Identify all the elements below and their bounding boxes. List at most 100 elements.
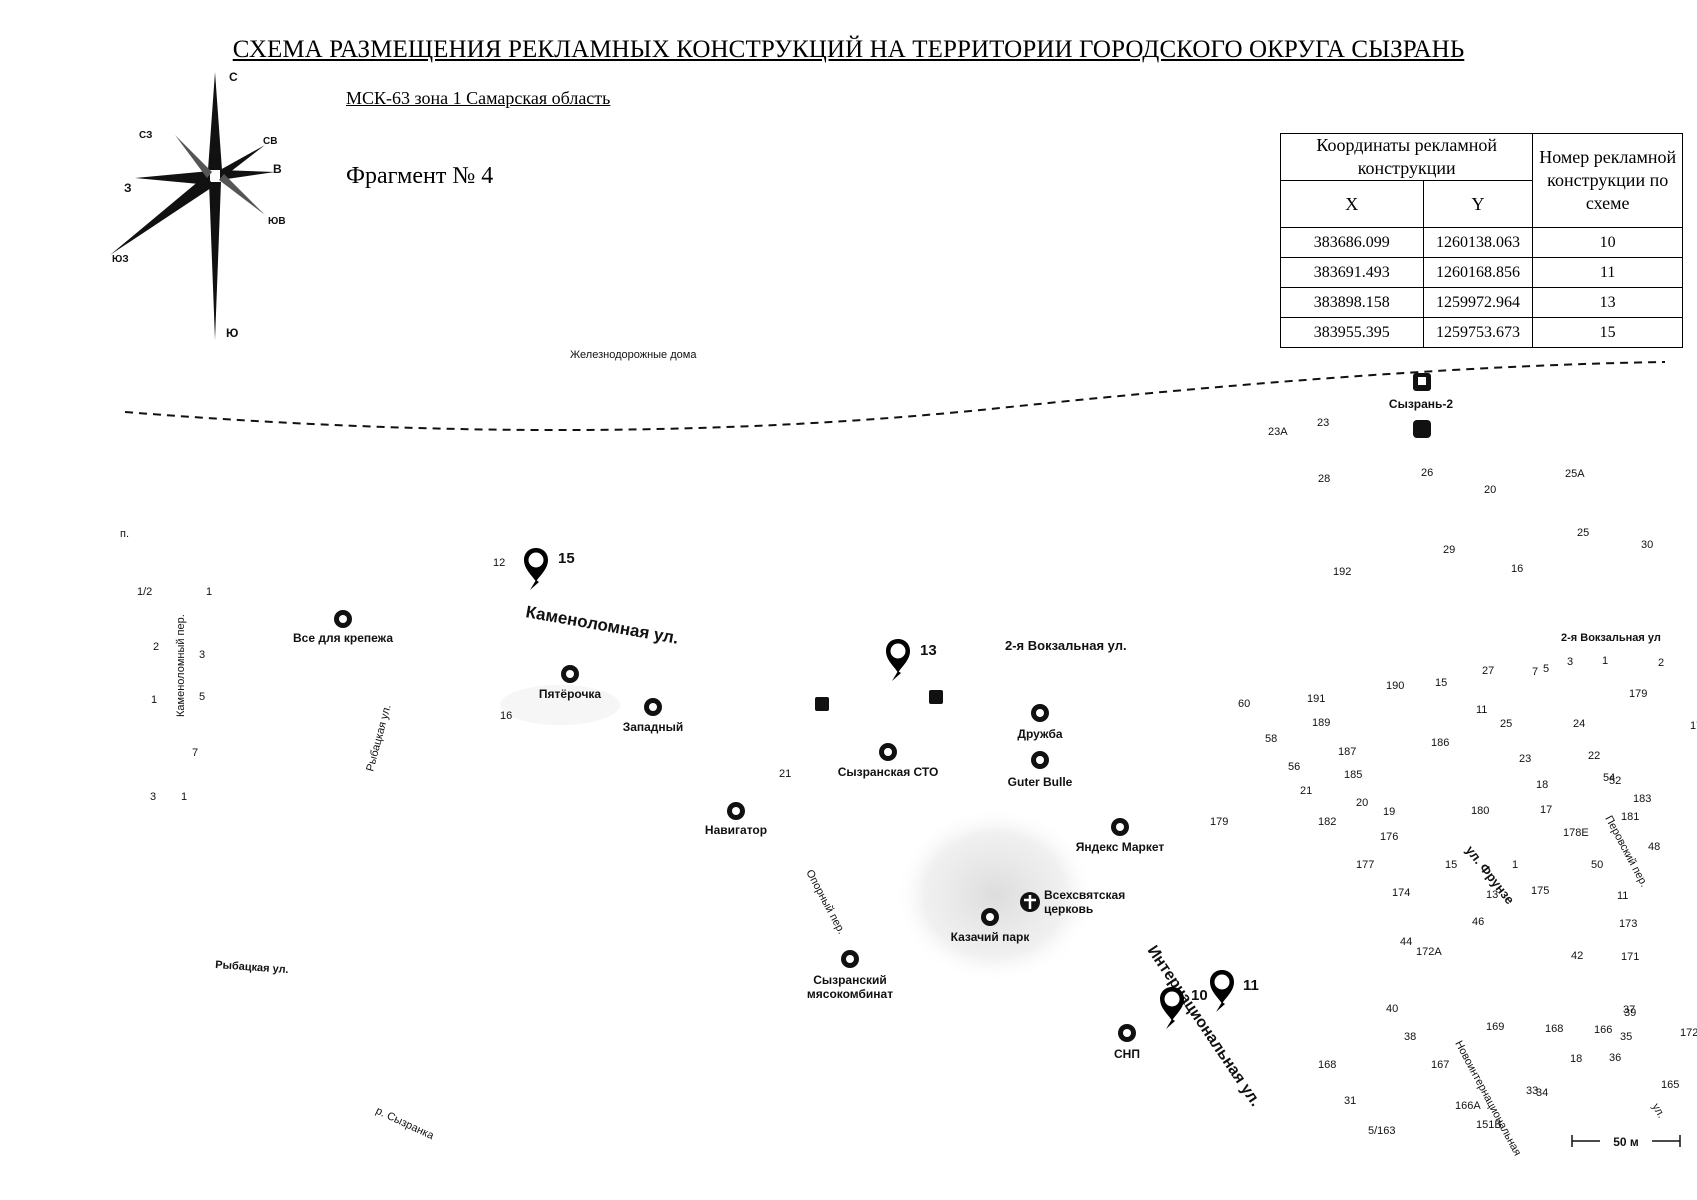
house-number: 21 [1300,785,1312,797]
house-number: 38 [1404,1031,1416,1043]
house-number: 183 [1633,793,1651,805]
house-number: 166 [1594,1024,1612,1036]
poi-park[interactable]: Казачий парк [951,908,1031,944]
poi-navigator[interactable]: Навигатор [705,802,767,837]
house-number: 2 [153,641,159,653]
house-number: 11 [1617,890,1628,902]
location-pin-icon [1160,987,1184,1029]
scale-line [1571,1135,1681,1147]
street-label-oporny: Опорный пер. [803,868,847,936]
poi-zapadny[interactable]: Западный [623,698,684,734]
house-number: 19 [1383,806,1395,818]
poi-station[interactable]: Сызрань-2 [1389,373,1454,438]
house-number: 31 [1344,1095,1356,1107]
house-number: 191 [1307,693,1325,705]
poi-label-box: Сызранский мясокомбинат [807,973,893,1001]
house-number: 40 [1386,1003,1398,1015]
poi-meat[interactable]: Сызранский мясокомбинат [795,950,905,1007]
compass-arrow-northeast [220,145,265,176]
poi-sto[interactable]: Сызранская СТО [838,743,939,779]
house-number: 189 [1312,717,1330,729]
poi-guter[interactable]: Guter Bulle [1008,751,1073,789]
poi-krepezh[interactable]: Все для крепежа [293,610,393,645]
house-number: 27 [1482,665,1494,677]
poi-pyaterochka[interactable]: Пятёрочка [539,665,602,701]
coordinates-table: Координаты рекламной конструкции Номер р… [1279,133,1683,348]
house-number: 21 [779,768,791,780]
house-number: 165 [1661,1079,1679,1091]
bus-icon [1413,420,1431,438]
marker-15[interactable]: 15 [524,548,575,590]
house-number: 5 [199,691,205,703]
house-number: 3 [1567,656,1573,668]
street-label-kamenolomny-per: Каменоломный пер. [175,614,187,717]
house-number: 168 [1318,1059,1336,1071]
parking-icon [929,690,943,704]
house-number: 25 [1500,718,1512,730]
house-number: 22 [1588,750,1600,762]
y-header: Y [1422,180,1534,228]
house-number: 185 [1344,769,1362,781]
house-number: 181 [1621,811,1639,823]
compass-sw: ЮЗ [112,254,129,265]
house-number: 36 [1609,1052,1621,1064]
house-number: 44 [1400,936,1412,948]
house-number: 182 [1318,816,1336,828]
street-label-rybatskaya-vertical: Рыбацкая ул. [364,703,393,772]
poi-druzhba[interactable]: Дружба [1017,704,1063,741]
table-row: 383955.395 1259753.673 15 [1280,317,1683,348]
marker-10[interactable]: 10 [1160,987,1208,1029]
house-number: 18 [1570,1053,1582,1065]
shop-icon [1031,704,1049,722]
poi-label: Западный [623,720,684,734]
scale-bar: 50 м [1571,1135,1681,1149]
shop-icon [644,698,662,716]
house-number: 17 [1540,804,1552,816]
house-number: 1 [1602,655,1608,667]
house-number: 42 [1571,950,1583,962]
table-row: 383898.158 1259972.964 13 [1280,287,1683,318]
poi-church[interactable]: Всехсвятская церковь [1020,888,1134,924]
house-number: 15 [1445,859,1457,871]
shop-icon [334,610,352,628]
number-header: Номер рекламной конструкции по схеме [1532,133,1683,228]
marker-11[interactable]: 11 [1210,970,1259,1012]
car-icon [727,802,745,820]
house-number: 2 [1658,657,1664,669]
house-number: 3 [150,791,156,803]
poi-label: Яндекс Маркет [1076,840,1165,854]
house-number: 177 [1690,720,1697,732]
poi-yandex[interactable]: Яндекс Маркет [1076,818,1165,854]
shop-icon [1111,818,1129,836]
x-header: X [1280,180,1424,228]
poi-label: Guter Bulle [1008,775,1073,789]
street-label-vokzalnaya-right: 2-я Вокзальная ул [1561,632,1661,644]
poi-snp[interactable]: СНП [1114,1024,1140,1061]
street-label-rybatskaya: Рыбацкая ул. [215,959,289,976]
river-label: р. Сызранка [374,1105,437,1143]
compass-arrow-southeast [219,174,265,215]
marker-13[interactable]: 13 [886,639,937,681]
house-number: 186 [1431,737,1449,749]
house-number: 28 [1318,473,1330,485]
poi-label: СНП [1114,1047,1140,1061]
shop-icon [561,665,579,683]
house-number: 23 [1519,753,1531,765]
street-label-houses: Железнодорожные дома [570,349,697,361]
coordinate-system-label: МСК-63 зона 1 Самарская область [346,88,611,108]
house-number: 151В [1476,1119,1502,1131]
row-y: 1260168.856 [1422,257,1534,288]
house-number: 13 [1486,889,1498,901]
house-number: 35 [1620,1031,1632,1043]
location-pin-icon [1210,970,1234,1012]
street-label-perovsky: Перовский пер. [1602,814,1650,889]
house-number: 166А [1455,1100,1481,1112]
train-icon-window [1418,377,1426,385]
house-number: 30 [1641,539,1653,551]
shop-icon [841,950,859,968]
row-number: 13 [1532,287,1683,318]
house-number: 34 [1536,1087,1548,1099]
house-number: 54 [1603,772,1615,784]
house-number: 25А [1565,468,1585,480]
